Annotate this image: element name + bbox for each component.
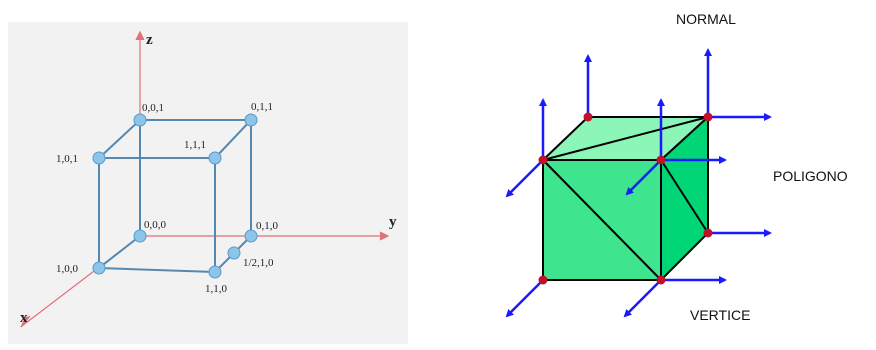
left-panel-background bbox=[8, 22, 408, 344]
vertex-label-0-1-1: 0,1,1 bbox=[251, 101, 273, 113]
vertex-dot bbox=[656, 275, 666, 285]
vertex-label-half-1-0: 1/2,1,0 bbox=[243, 257, 274, 269]
normal-arrow bbox=[505, 279, 544, 318]
normal-arrow bbox=[625, 159, 662, 196]
z-axis-label: z bbox=[146, 32, 153, 48]
vertex-label-0-0-0: 0,0,0 bbox=[144, 219, 167, 231]
x-axis-label: x bbox=[20, 310, 28, 326]
vertex-1-0-0 bbox=[92, 261, 106, 275]
vertex-label: VERTICE bbox=[690, 307, 750, 323]
cube-vertices bbox=[92, 113, 258, 279]
vertex-0-1-0 bbox=[244, 229, 258, 243]
vertex-0-0-1 bbox=[133, 113, 147, 127]
vertex-label-1-1-0: 1,1,0 bbox=[205, 283, 228, 295]
vertex-dot bbox=[538, 155, 548, 165]
vertex-label-1-0-1: 1,0,1 bbox=[56, 153, 78, 165]
vertex-label-1-1-1: 1,1,1 bbox=[184, 139, 206, 151]
vertex-label-0-1-0: 0,1,0 bbox=[256, 220, 279, 232]
vertex-dot bbox=[656, 155, 666, 165]
polygon-cube-diagram: NORMAL POLIGONO VERTICE bbox=[505, 11, 848, 323]
y-axis-label: y bbox=[389, 214, 397, 230]
polygon-triangulation-edges bbox=[542, 116, 709, 281]
vertex-1-1-0 bbox=[208, 265, 222, 279]
side-diagonal bbox=[660, 159, 709, 234]
vertex-label-0-0-1: 0,0,1 bbox=[142, 102, 164, 114]
normal-label: NORMAL bbox=[676, 11, 736, 27]
edge bbox=[98, 119, 141, 159]
polygon-label: POLIGONO bbox=[773, 168, 848, 184]
vertex-dot bbox=[583, 112, 593, 122]
top-diagonal bbox=[542, 116, 709, 161]
normal-arrows bbox=[505, 48, 772, 318]
vertex-label-1-0-0: 1,0,0 bbox=[56, 263, 79, 275]
vertex-dot bbox=[703, 228, 713, 238]
z-axis-arrowhead bbox=[135, 30, 145, 41]
edge bbox=[98, 267, 216, 273]
y-axis-arrowhead bbox=[379, 231, 390, 241]
vertex-0-0-0 bbox=[133, 229, 147, 243]
vertex-1-1-1 bbox=[208, 151, 222, 165]
coordinate-cube-diagram: z y x bbox=[8, 22, 408, 344]
vertex-labels: 0,0,1 0,1,1 1,0,1 1,1,1 0,0,0 0,1,0 1,0,… bbox=[56, 101, 279, 295]
vertex-dot bbox=[538, 275, 548, 285]
normal-arrow bbox=[623, 279, 662, 318]
x-axis-arrowhead bbox=[20, 315, 31, 328]
normal-arrow bbox=[505, 159, 544, 198]
vertex-1-0-1 bbox=[92, 151, 106, 165]
vertex-0-1-1 bbox=[244, 113, 258, 127]
edge bbox=[98, 235, 141, 269]
vertex-half-1-0 bbox=[227, 246, 241, 260]
front-diagonal bbox=[542, 159, 662, 281]
polygon-vertices bbox=[538, 112, 713, 285]
vertex-dot bbox=[703, 112, 713, 122]
edge bbox=[214, 119, 252, 159]
